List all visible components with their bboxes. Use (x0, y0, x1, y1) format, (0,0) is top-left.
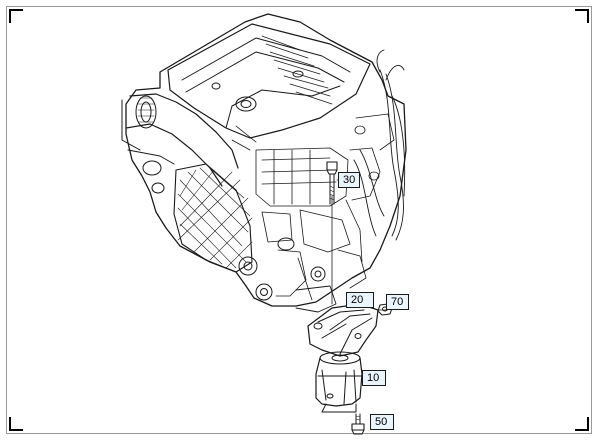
callout-70[interactable]: 70 (386, 294, 409, 310)
callout-30[interactable]: 30 (338, 172, 360, 188)
callout-20[interactable]: 20 (346, 292, 374, 308)
crop-mark-top-left (9, 9, 23, 23)
part-30-bolt (326, 161, 341, 205)
engine-assembly (121, 13, 407, 313)
valve-cover-ribs (261, 35, 333, 105)
callout-50[interactable]: 50 (370, 414, 394, 430)
crop-mark-bottom-right (575, 417, 589, 431)
part-10-engine-mount (315, 351, 363, 413)
callout-10[interactable]: 10 (362, 370, 386, 386)
part-50-bolt (351, 413, 365, 435)
part-20-heat-shield (307, 297, 379, 357)
pulleys (238, 237, 326, 301)
crop-mark-top-right (575, 9, 589, 23)
crop-mark-bottom-left (9, 417, 23, 431)
timing-cover (173, 163, 253, 273)
wiring-harness (353, 49, 406, 241)
